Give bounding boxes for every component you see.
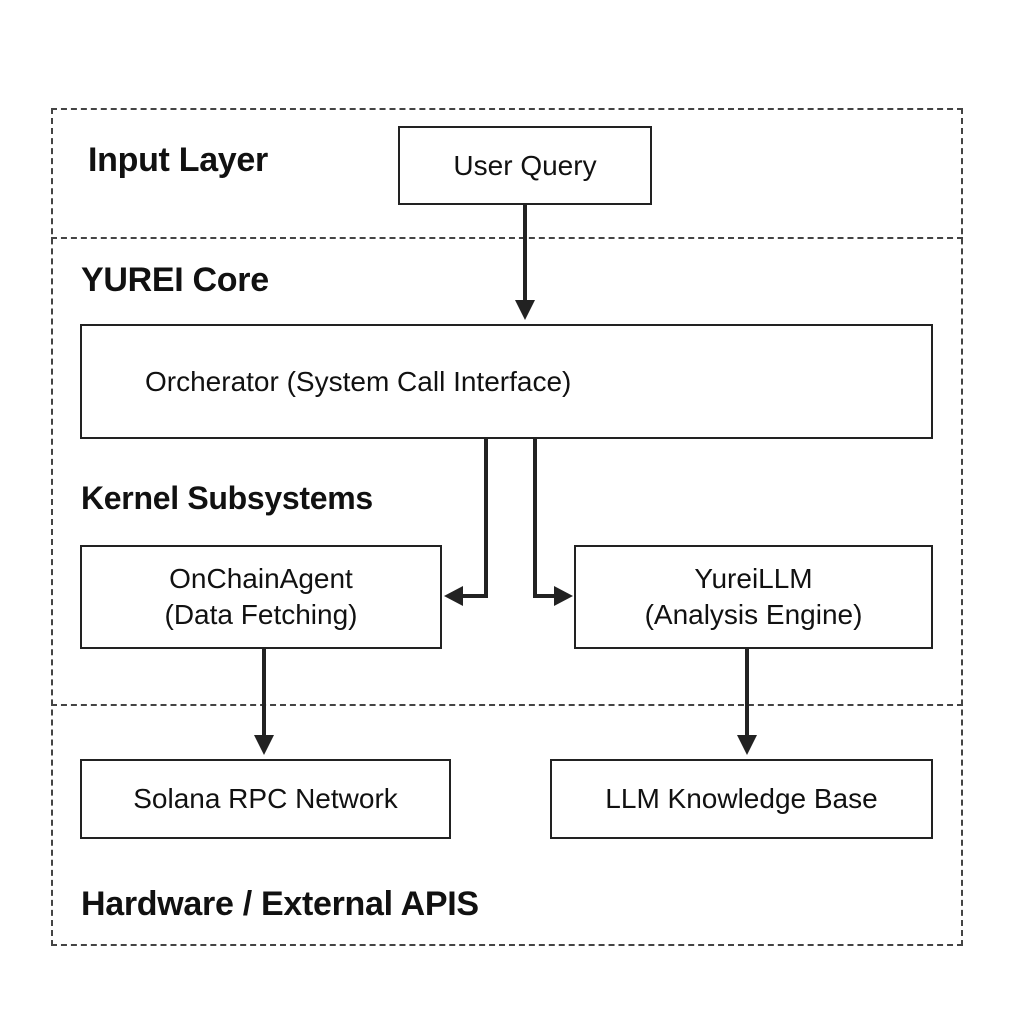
kernel-hardware-divider [51,704,963,706]
hardware-layer-label: Hardware / External APIS [81,885,479,923]
user-query-node: User Query [398,126,652,205]
solana-rpc-node: Solana RPC Network [80,759,451,839]
layer-frame [51,108,963,946]
frame-bottom-divider [51,944,963,946]
core-layer-label: YUREI Core [81,261,269,299]
yurei-llm-node: YureiLLM (Analysis Engine) [574,545,933,649]
orchestrator-node: Orcherator (System Call Interface) [80,324,933,439]
onchain-agent-label: OnChainAgent (Data Fetching) [164,563,358,630]
frame-top-divider [51,108,963,110]
orchestrator-label: Orcherator (System Call Interface) [145,365,572,397]
user-query-label: User Query [453,149,597,181]
input-layer-label: Input Layer [88,141,268,179]
solana-rpc-label: Solana RPC Network [133,783,398,815]
input-core-divider [51,237,963,239]
yurei-llm-label: YureiLLM (Analysis Engine) [644,563,863,630]
llm-knowledge-base-node: LLM Knowledge Base [550,759,933,839]
onchain-agent-node: OnChainAgent (Data Fetching) [80,545,442,649]
kernel-layer-label: Kernel Subsystems [81,480,373,516]
llm-knowledge-base-label: LLM Knowledge Base [605,783,878,815]
